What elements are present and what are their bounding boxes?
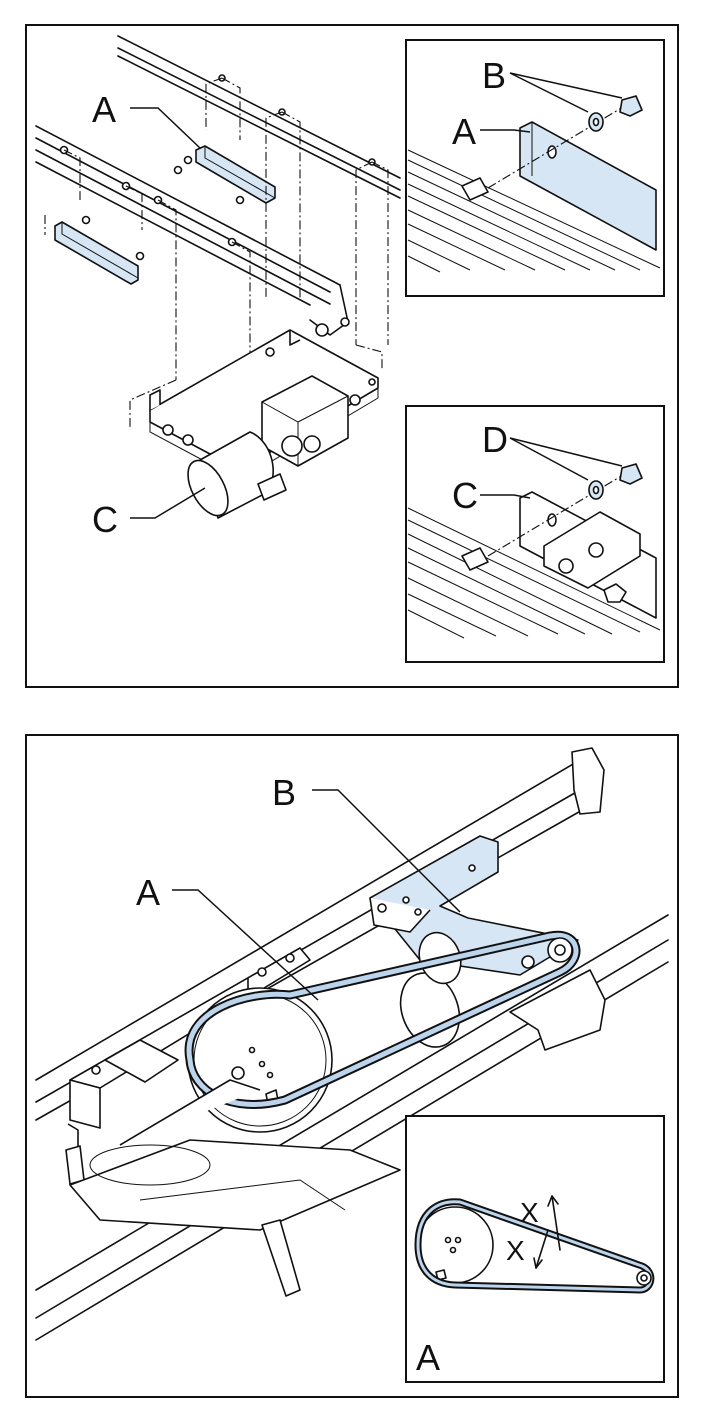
label-belt-a: A (136, 872, 160, 913)
top-panel: A C B A (25, 24, 679, 688)
inset-belt-tension: X X A (405, 1115, 665, 1383)
inset1-bracket (519, 121, 657, 251)
inset-label-a: A (416, 1337, 440, 1378)
inset1-label-b: B (482, 55, 506, 96)
leader-belt-a (172, 889, 319, 1001)
inset2-label-d: D (482, 419, 508, 460)
bracket-left (54, 221, 139, 285)
alignment-lines (44, 77, 389, 430)
leader-a (130, 107, 201, 149)
tension-mark-upper: X (520, 1197, 539, 1228)
tension-mark-lower: X (506, 1235, 525, 1266)
label-b: B (272, 772, 296, 813)
leader-c (130, 487, 206, 519)
label-a: A (92, 89, 116, 130)
inset2-nut (619, 463, 643, 485)
bottom-panel-frame (25, 734, 679, 1398)
inset1-frame (405, 39, 665, 297)
bottom-panel: B A X X A (25, 734, 679, 1398)
upper-rail (117, 35, 401, 199)
leader-b (312, 789, 461, 913)
inset-bracket-a: B A (405, 39, 665, 297)
top-panel-frame (25, 24, 679, 688)
bolts (59, 74, 376, 261)
bracket-a (195, 145, 276, 204)
inset1-label-a: A (452, 111, 476, 152)
inset2-label-c: C (452, 475, 478, 516)
inset2-frame (405, 405, 665, 663)
inset-a-frame (405, 1115, 665, 1383)
inset-bracket-c: D C (405, 405, 665, 663)
lower-rail (35, 125, 349, 336)
inset1-nut (619, 95, 643, 117)
label-c: C (92, 499, 118, 540)
